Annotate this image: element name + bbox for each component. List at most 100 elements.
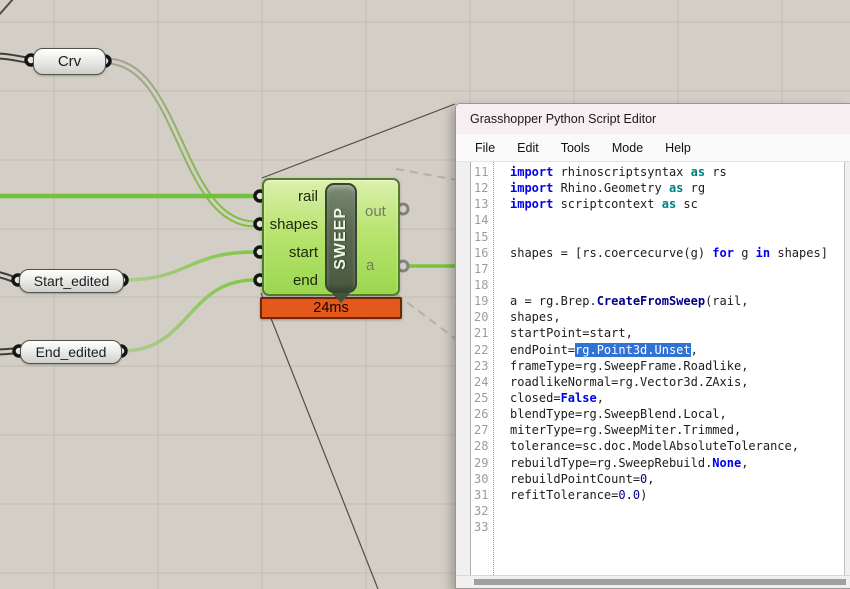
input-label-shapes: shapes bbox=[269, 216, 318, 233]
input-label-rail: rail bbox=[297, 188, 318, 205]
output-label-out: out bbox=[365, 203, 386, 220]
code-line[interactable]: endPoint=rg.Point3d.Unset, bbox=[510, 342, 850, 358]
code-token: shapes, bbox=[510, 310, 561, 325]
code-line[interactable] bbox=[510, 212, 850, 228]
code-line[interactable] bbox=[510, 261, 850, 277]
code-token: import bbox=[510, 181, 554, 196]
code-line[interactable]: closed=False, bbox=[510, 390, 850, 406]
menu-file[interactable]: File bbox=[475, 140, 496, 155]
code-line[interactable]: roadlikeNormal=rg.Vector3d.ZAxis, bbox=[510, 374, 850, 390]
hidden-wire-dashed-2[interactable] bbox=[395, 293, 458, 341]
code-line[interactable] bbox=[510, 519, 850, 535]
line-number: 22 bbox=[474, 342, 489, 357]
editor-menu-bar: File Edit Tools Mode Help bbox=[456, 134, 850, 162]
code-token: rhinoscriptsyntax bbox=[553, 165, 691, 179]
code-line[interactable]: import Rhino.Geometry as rg bbox=[510, 180, 850, 196]
code-token: 0 bbox=[640, 471, 648, 486]
param-pill-start-edited[interactable]: Start_edited bbox=[19, 269, 124, 293]
param-pill-end-edited[interactable]: End_edited bbox=[20, 340, 122, 364]
line-number: 21 bbox=[474, 326, 489, 341]
code-token: (rail, bbox=[705, 294, 749, 309]
sweep-component[interactable]: rail shapes start end SWEEP out a bbox=[262, 178, 400, 296]
code-token: 0.0 bbox=[618, 487, 641, 502]
menu-help[interactable]: Help bbox=[665, 140, 691, 155]
code-token: g bbox=[733, 245, 756, 260]
code-line[interactable]: shapes = [rs.coercecurve(g) for g in sha… bbox=[510, 245, 850, 261]
code-token: for bbox=[712, 245, 734, 260]
code-token: import bbox=[510, 197, 554, 212]
menu-mode[interactable]: Mode bbox=[611, 140, 644, 155]
menu-tools[interactable]: Tools bbox=[560, 140, 590, 155]
wire-end-edited-to-end[interactable] bbox=[121, 278, 256, 353]
line-number: 13 bbox=[474, 197, 489, 212]
code-line[interactable]: startPoint=start, bbox=[510, 325, 850, 341]
code-line[interactable]: rebuildPointCount=0, bbox=[510, 471, 850, 487]
component-name-capsule[interactable]: SWEEP bbox=[325, 183, 357, 293]
line-number: 15 bbox=[474, 229, 489, 244]
code-token: , bbox=[647, 471, 655, 486]
code-line[interactable]: tolerance=sc.doc.ModelAbsoluteTolerance, bbox=[510, 438, 850, 454]
line-number: 29 bbox=[474, 455, 489, 470]
runtime-value: 24ms bbox=[313, 300, 349, 316]
code-token: False bbox=[560, 390, 597, 405]
code-token: sc bbox=[676, 197, 698, 212]
line-number: 20 bbox=[474, 310, 489, 325]
line-number: 14 bbox=[474, 213, 489, 228]
code-line[interactable]: miterType=rg.SweepMiter.Trimmed, bbox=[510, 422, 850, 438]
param-pill-crv[interactable]: Crv bbox=[33, 48, 106, 75]
line-number: 16 bbox=[474, 245, 489, 260]
code-line[interactable] bbox=[510, 229, 850, 245]
code-token: roadlikeNormal=rg.Vector3d.ZAxis, bbox=[510, 374, 749, 389]
line-number: 30 bbox=[474, 471, 489, 486]
code-token: tolerance=sc.doc.ModelAbsoluteTolerance, bbox=[510, 439, 799, 454]
code-token: , bbox=[690, 342, 698, 357]
code-token: rebuildType=rg.SweepRebuild. bbox=[510, 455, 713, 470]
wire-crv-to-shapes[interactable] bbox=[105, 57, 256, 228]
code-line[interactable]: shapes, bbox=[510, 309, 850, 325]
code-token: scriptcontext bbox=[553, 197, 662, 212]
wire-into-crv[interactable] bbox=[0, 52, 29, 64]
code-token: Rhino.Geometry bbox=[553, 181, 669, 196]
horizontal-scrollbar-thumb[interactable] bbox=[474, 579, 846, 585]
line-number: 28 bbox=[474, 439, 489, 454]
horizontal-scrollbar[interactable] bbox=[456, 575, 850, 588]
line-number: 17 bbox=[474, 261, 489, 276]
code-token: None bbox=[712, 455, 742, 470]
line-number: 12 bbox=[474, 181, 489, 196]
code-line[interactable]: blendType=rg.SweepBlend.Local, bbox=[510, 406, 850, 422]
code-token: closed= bbox=[510, 390, 561, 405]
code-line[interactable] bbox=[510, 503, 850, 519]
line-number: 25 bbox=[474, 390, 489, 405]
line-number: 27 bbox=[474, 423, 489, 438]
code-token: shapes = [rs.coercecurve(g) bbox=[510, 245, 713, 260]
code-token: frameType=rg.SweepFrame.Roadlike, bbox=[510, 358, 749, 373]
code-token: , bbox=[741, 455, 749, 470]
code-line[interactable]: frameType=rg.SweepFrame.Roadlike, bbox=[510, 358, 850, 374]
code-line[interactable]: import rhinoscriptsyntax as rs bbox=[510, 164, 850, 180]
callout-line-top bbox=[261, 103, 456, 179]
param-label: End_edited bbox=[35, 344, 107, 360]
vertical-scrollbar[interactable] bbox=[844, 162, 850, 579]
code-line[interactable]: refitTolerance=0.0) bbox=[510, 487, 850, 503]
code-line[interactable]: rebuildType=rg.SweepRebuild.None, bbox=[510, 455, 850, 471]
python-script-editor-window: Grasshopper Python Script Editor File Ed… bbox=[455, 103, 850, 589]
line-number: 26 bbox=[474, 407, 489, 422]
hidden-wire-dashed-1[interactable] bbox=[395, 168, 458, 181]
code-token: as bbox=[690, 165, 706, 179]
code-token: refitTolerance= bbox=[510, 487, 619, 502]
code-line[interactable]: a = rg.Brep.CreateFromSweep(rail, bbox=[510, 293, 850, 309]
menu-edit[interactable]: Edit bbox=[517, 140, 539, 155]
code-token: rebuildPointCount= bbox=[510, 471, 641, 486]
selected-text: rg.Point3d.Unset bbox=[575, 342, 691, 357]
code-line[interactable] bbox=[510, 277, 850, 293]
editor-title-bar[interactable]: Grasshopper Python Script Editor bbox=[456, 104, 850, 134]
line-number: 24 bbox=[474, 374, 489, 389]
code-line[interactable]: import scriptcontext as sc bbox=[510, 196, 850, 212]
wire-start-edited-to-start[interactable] bbox=[122, 250, 256, 282]
output-label-a: a bbox=[366, 257, 375, 274]
wire-snippet-corner[interactable] bbox=[0, 0, 14, 16]
